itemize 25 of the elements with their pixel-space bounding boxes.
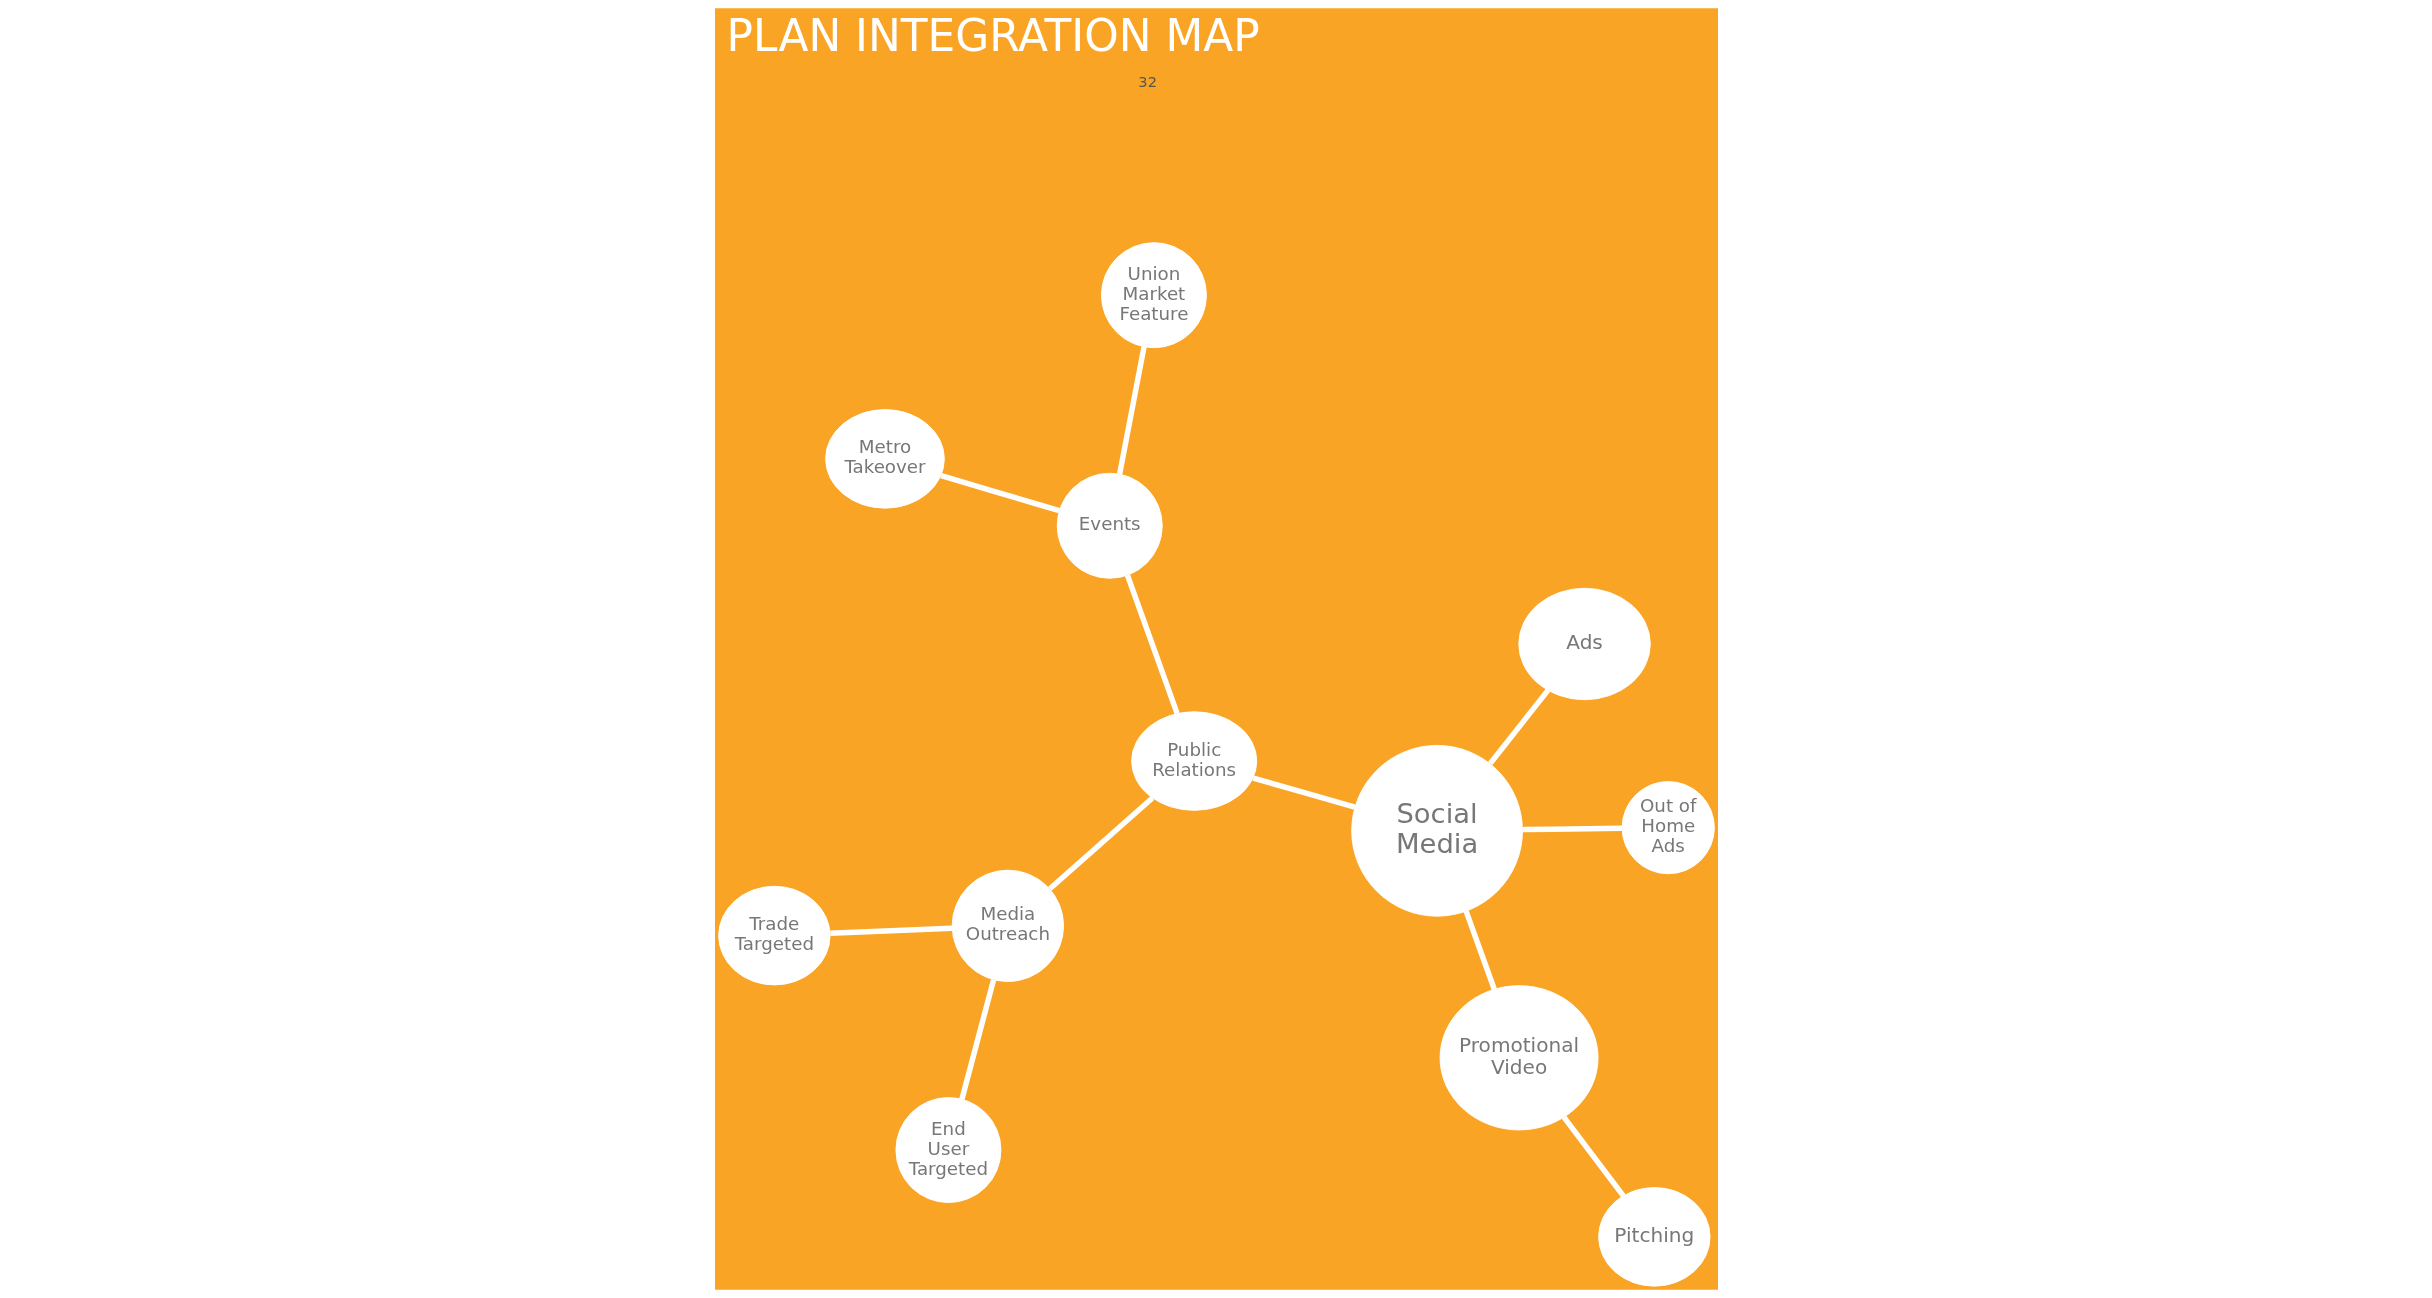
connector	[1561, 1115, 1626, 1198]
node-circle: Events	[1056, 472, 1163, 579]
diagram-title: PLAN INTEGRATION MAP	[726, 9, 1260, 61]
node-circle: Social Media	[1350, 744, 1523, 917]
node-ellipse: Trade Targeted	[717, 885, 831, 986]
connector	[1521, 825, 1622, 833]
connector	[1252, 775, 1356, 810]
node-circle: Out of Home Ads	[1621, 781, 1715, 875]
node-circle: Media Outreach	[951, 869, 1064, 983]
node-ellipse: Pitching	[1597, 1187, 1710, 1287]
node-ellipse: Ads	[1517, 587, 1651, 701]
label: 32	[1137, 73, 1157, 91]
node-ellipse: Metro Takeover	[824, 409, 945, 509]
connector	[1047, 796, 1154, 891]
connector	[829, 925, 952, 937]
node-circle: Promotional Video	[1439, 985, 1598, 1131]
node-ellipse: Public Relations	[1130, 711, 1257, 811]
connector	[1487, 688, 1550, 766]
connector	[1124, 574, 1180, 715]
node-circle: Union Market Feature	[1100, 242, 1207, 349]
connector	[958, 979, 996, 1100]
node-circle: End User Targeted	[894, 1097, 1001, 1204]
connector	[1463, 910, 1497, 991]
connector	[1116, 346, 1147, 475]
connector	[939, 472, 1060, 514]
